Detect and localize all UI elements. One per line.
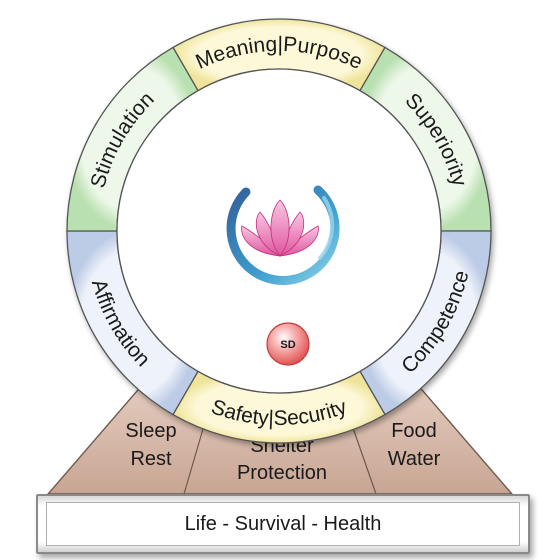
sd-ball: SD: [266, 322, 310, 366]
foundation-bar: Life - Survival - Health: [36, 494, 530, 554]
lotus-enso-icon: [226, 185, 340, 285]
foundation-bar-inner: [46, 502, 520, 546]
base-section-label: Food: [391, 420, 437, 442]
base-section-label: Sleep: [125, 420, 176, 442]
needs-ring: [66, 18, 492, 444]
sd-label: SD: [280, 339, 295, 351]
base-section-label: Water: [388, 448, 441, 470]
base-section-label: Protection: [237, 462, 327, 484]
foundation-label: Life - Survival - Health: [184, 512, 382, 535]
base-section-label: Rest: [130, 448, 172, 470]
